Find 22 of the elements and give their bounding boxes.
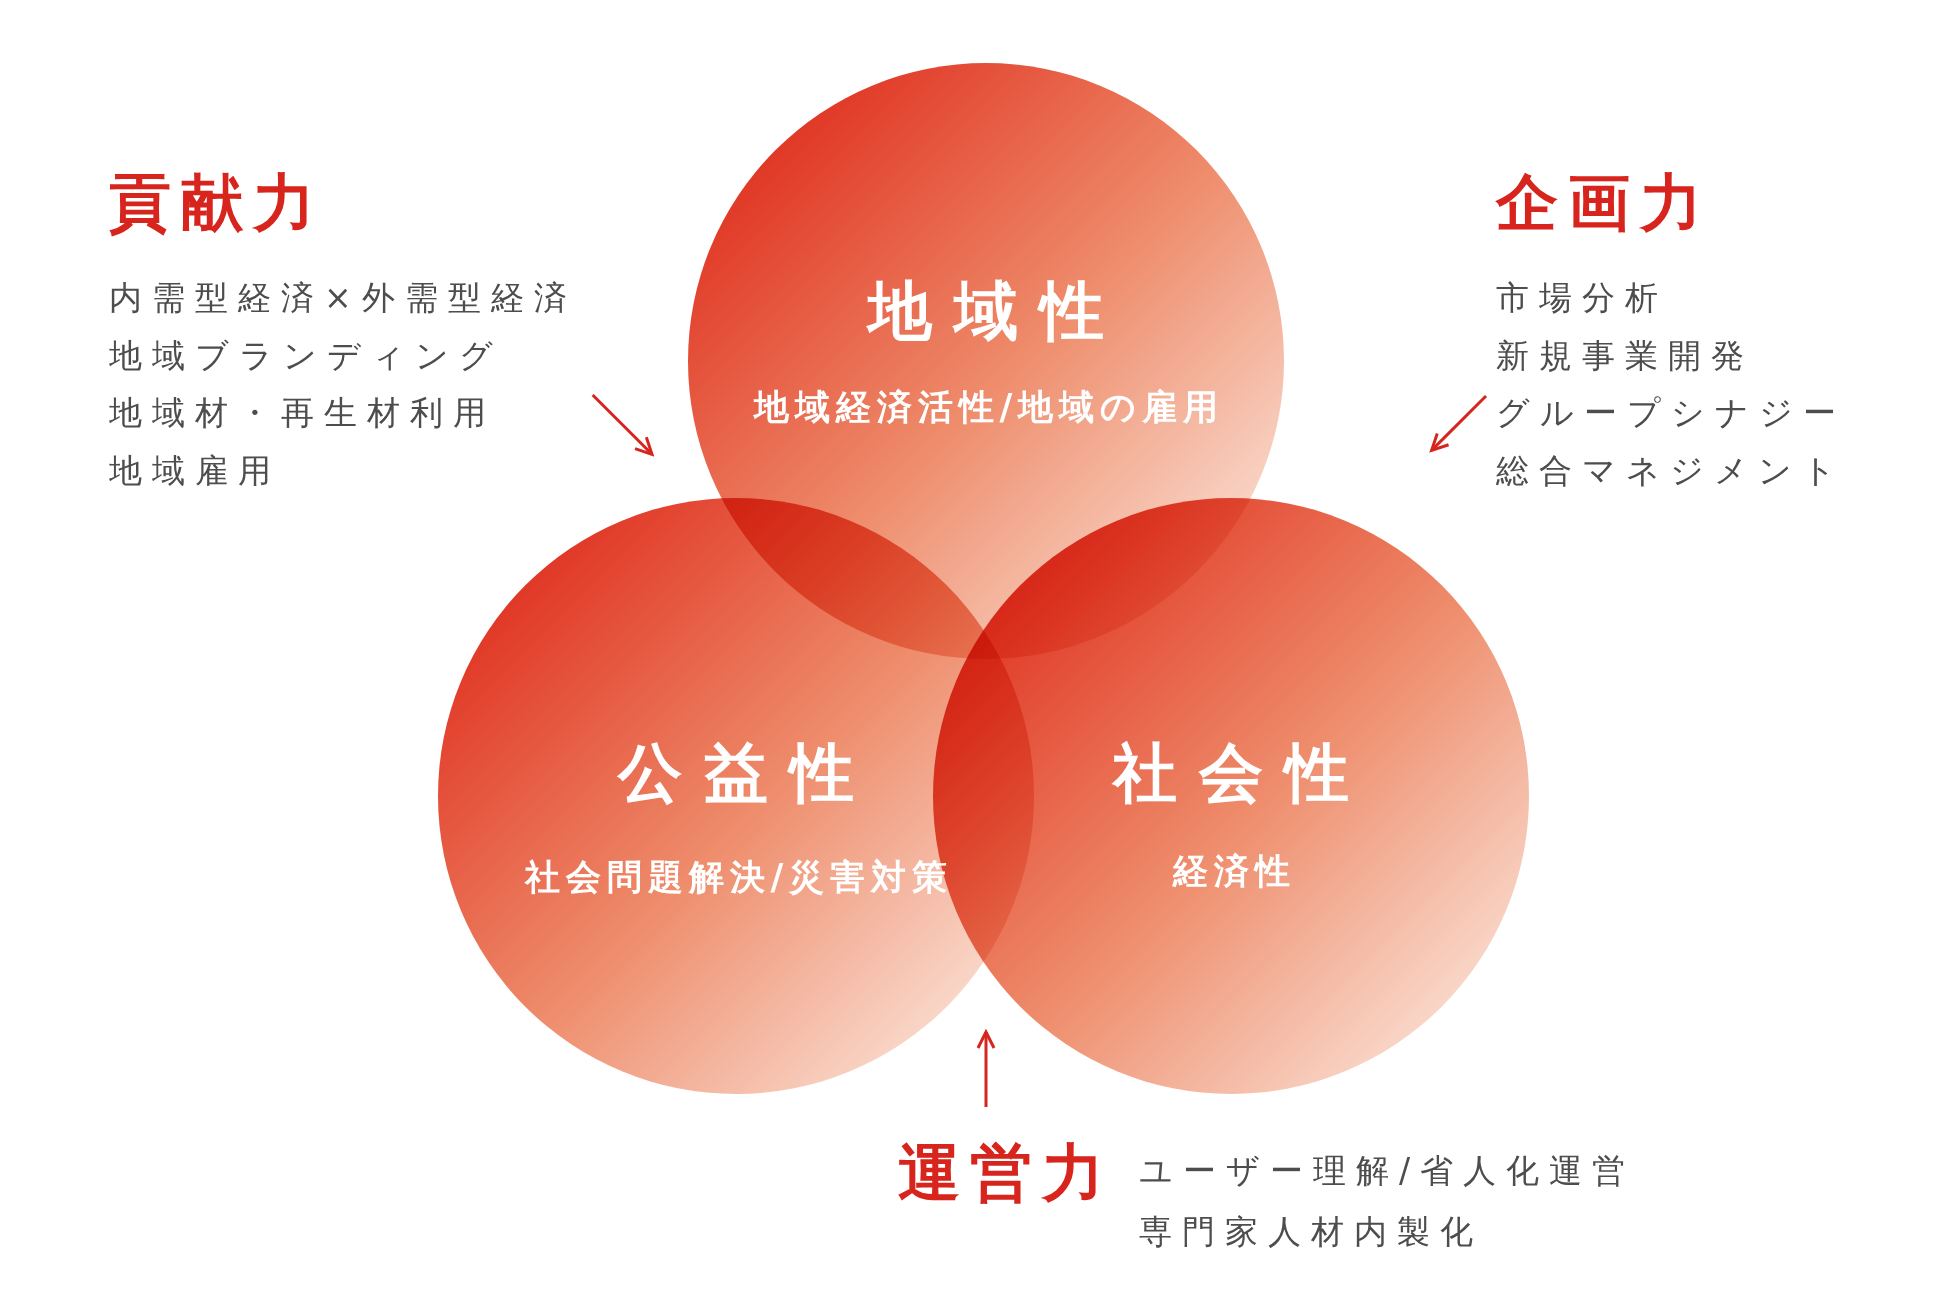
circle-title: 社会性 bbox=[1111, 736, 1371, 810]
item-text: 地域雇用 bbox=[109, 450, 282, 493]
category-heading: 企画力 bbox=[1496, 165, 1713, 241]
circle-subtitle: 地域経済活性/地域の雇用 bbox=[752, 386, 1225, 429]
circle-subtitle: 経済性 bbox=[1171, 850, 1296, 893]
category-heading: 貢献力 bbox=[109, 165, 326, 241]
arrow bbox=[591, 393, 654, 456]
item-text: 新規事業開発 bbox=[1496, 334, 1755, 377]
circle-title: 公益性 bbox=[616, 736, 876, 810]
item-text: 地域ブランディング bbox=[109, 334, 504, 377]
item-text: 地域材・再生材利用 bbox=[109, 392, 497, 435]
circle-title: 地域性 bbox=[865, 274, 1126, 348]
item-text: ユーザー理解/省人化運営 bbox=[1139, 1150, 1636, 1192]
item-text: 内需型経済×外需型経済 bbox=[109, 277, 577, 319]
item-text: 専門家人材内製化 bbox=[1139, 1211, 1484, 1253]
item-text: 総合マネジメント bbox=[1496, 450, 1846, 493]
item-text: グループシナジー bbox=[1496, 392, 1846, 435]
arrow bbox=[1430, 394, 1488, 452]
circle-subtitle: 社会問題解決/災害対策 bbox=[523, 856, 954, 899]
item-text: 市場分析 bbox=[1496, 277, 1669, 319]
arrow bbox=[976, 1030, 996, 1107]
category-heading: 運営力 bbox=[898, 1135, 1114, 1211]
